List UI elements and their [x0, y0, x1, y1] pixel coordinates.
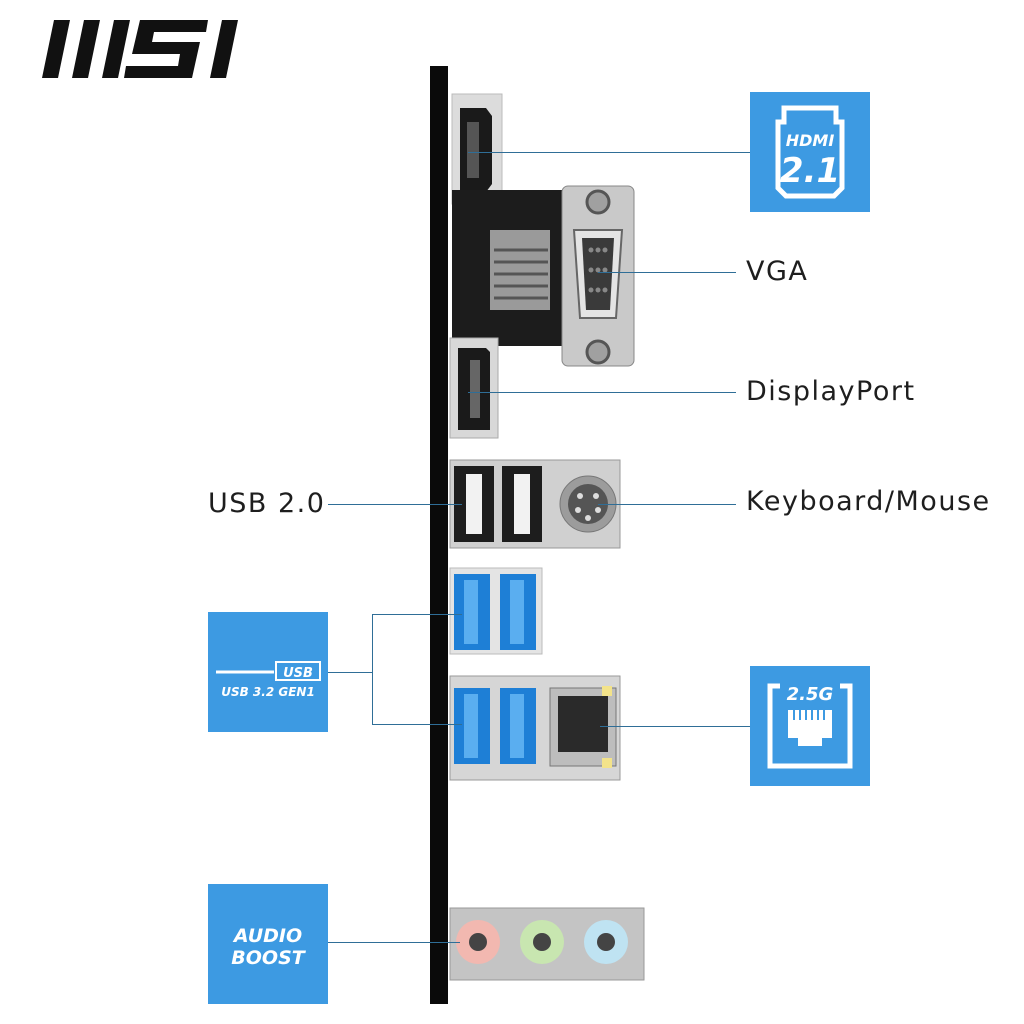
- lan-leader: [600, 726, 750, 727]
- vga-leader: [598, 272, 736, 273]
- audio-badge-line2: BOOST: [231, 947, 306, 969]
- usb20-leader: [328, 504, 462, 505]
- hdmi-badge: HDMI 2.1: [750, 92, 870, 212]
- vga-label: VGA: [746, 256, 809, 287]
- usb32-leader-vertical: [372, 614, 373, 724]
- usb20-ps2-block: [449, 459, 621, 549]
- hdmi-badge-line2: 2.1: [780, 151, 840, 191]
- msi-logo: [42, 20, 238, 78]
- audio-boost-badge: AUDIO BOOST: [208, 884, 328, 1004]
- rear-io-ports: [449, 93, 645, 981]
- displayport-label: DisplayPort: [746, 376, 916, 407]
- hdmi-leader: [468, 152, 750, 153]
- usb-icon: USB USB 3.2 GEN1: [216, 661, 321, 699]
- lan-badge-text: 2.5G: [787, 684, 834, 705]
- audio-leader: [328, 942, 460, 943]
- ethernet-icon: 2.5G: [767, 682, 853, 769]
- usb32-badge-tag: USB: [283, 666, 313, 681]
- audio-jacks: [449, 907, 645, 981]
- lan-badge: 2.5G: [750, 666, 870, 786]
- keyboard-mouse-label: Keyboard/Mouse: [746, 486, 991, 517]
- audio-badge-line1: AUDIO: [232, 925, 302, 947]
- usb32-leader-bottom: [372, 724, 462, 725]
- usb20-label: USB 2.0: [208, 488, 326, 519]
- vga-port: [452, 185, 635, 367]
- hdmi-badge-line1: HDMI: [786, 131, 835, 150]
- hdmi-port: [451, 93, 503, 205]
- usb32-lan-block: [449, 675, 621, 781]
- audio-boost-icon: AUDIO BOOST: [231, 925, 306, 969]
- hdmi-icon: HDMI 2.1: [775, 105, 845, 199]
- usb32-top-pair: [449, 567, 543, 655]
- usb32-leader-stub: [328, 672, 372, 673]
- usb32-leader-top: [372, 614, 462, 615]
- displayport-leader: [468, 392, 736, 393]
- io-shield-bar: [430, 66, 448, 1004]
- displayport-port: [449, 337, 499, 439]
- keyboard-mouse-leader: [598, 504, 736, 505]
- usb32-badge-text: USB 3.2 GEN1: [221, 685, 315, 699]
- usb32-badge: USB USB 3.2 GEN1: [208, 612, 328, 732]
